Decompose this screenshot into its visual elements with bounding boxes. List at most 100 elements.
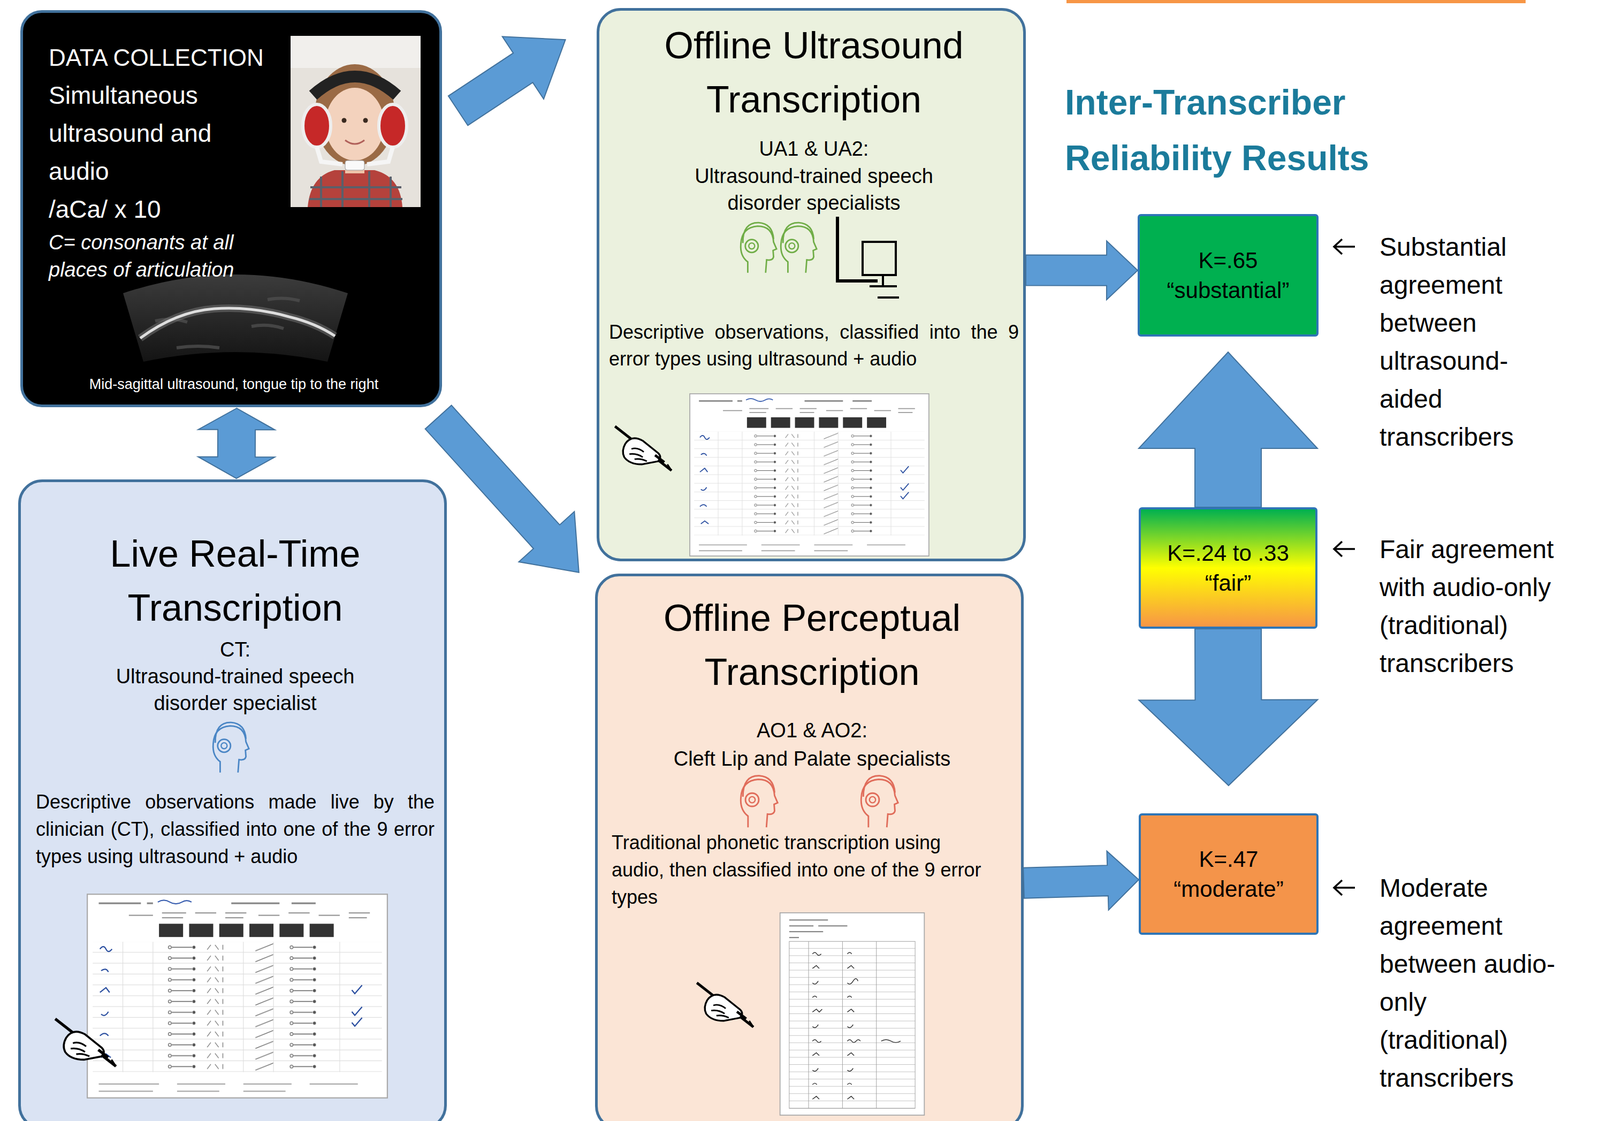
text-frame: Inter-Transcriber Reliability Results (1064, 74, 1472, 186)
text-frame: Substantial agreement between ultrasound… (1379, 227, 1557, 456)
photo-wall (290, 35, 421, 68)
process-box: Offline Ultrasound TranscriptionUA1 & UA… (596, 8, 1026, 562)
method-description: Descriptive observations, classified int… (608, 318, 1019, 373)
tongue-contour (140, 308, 335, 339)
result-box: K=.24 to .33“fair” (1138, 507, 1318, 629)
scoring-form (87, 894, 388, 1099)
text-frame: Descriptive observations, classified int… (608, 318, 1019, 373)
data-collection-box: DATA COLLECTIONSimultaneous ultrasound a… (20, 10, 443, 408)
block-arrow (425, 405, 579, 573)
text-frame: Descriptive observations made live by th… (35, 788, 435, 871)
writing-hand-icon (696, 983, 754, 1028)
eye (341, 118, 347, 124)
tongue-glow (140, 308, 335, 339)
eye (363, 118, 369, 124)
kappa-value: “moderate” (1140, 874, 1317, 905)
block-arrow (448, 36, 566, 126)
kappa-value: K=.65 (1139, 245, 1317, 276)
computer-icon (837, 216, 899, 298)
block-arrow (1023, 851, 1139, 911)
pointer-arrow (1334, 239, 1355, 255)
face (325, 87, 385, 161)
result-box: K=.65“substantial” (1137, 214, 1319, 337)
monitor-stand (869, 275, 899, 298)
text-frame: DATA COLLECTION (48, 38, 293, 77)
text-frame: C= consonants at all places of articulat… (48, 229, 279, 284)
note-text: C= consonants at all places of articulat… (48, 229, 279, 284)
text-frame: Traditional phonetic transcription using… (611, 828, 997, 911)
text-frame: Offline Ultrasound Transcription (610, 18, 1018, 127)
role-description: Ultrasound-trained speech disorder speci… (90, 663, 380, 717)
photo-background (290, 35, 421, 208)
process-box: Offline Perceptual TranscriptionAO1 & AO… (595, 573, 1024, 1121)
annotation-text: Fair agreement with audio-only (traditio… (1379, 530, 1557, 683)
listener-icon (212, 722, 249, 773)
monitor (862, 241, 896, 276)
text-frame: Live Real-Time Transcription (31, 527, 439, 636)
listener-icon (861, 775, 898, 828)
listener-icon (740, 775, 778, 828)
ultrasound-probe (345, 160, 365, 171)
text-stack: K=.65“substantial” (1139, 245, 1317, 306)
box-title: Live Real-Time Transcription (31, 527, 439, 636)
box-heading: DATA COLLECTION (48, 38, 293, 77)
result-box: K=.47“moderate” (1138, 813, 1319, 935)
text-stack: K=.47“moderate” (1140, 844, 1317, 905)
block-arrow (1138, 628, 1318, 786)
top-accent-bar (1066, 0, 1526, 4)
kappa-value: “substantial” (1139, 275, 1317, 306)
earmuff (302, 104, 331, 148)
desk-outline (837, 216, 878, 281)
method-description: Descriptive observations made live by th… (35, 788, 435, 871)
text-frame: Ultrasound-trained speech disorder speci… (90, 663, 380, 717)
kappa-value: K=.47 (1140, 844, 1317, 875)
box-title: Offline Perceptual Transcription (608, 591, 1016, 700)
role-label: UA1 & UA2: (610, 135, 1018, 163)
kappa-value: K=.24 to .33 (1140, 538, 1316, 569)
transcription-form (780, 912, 925, 1116)
text-stack: K=.24 to .33“fair” (1140, 538, 1316, 599)
child-photo (290, 35, 421, 208)
block-arrow (1138, 352, 1318, 508)
text-frame: Moderate agreement between audio-only (t… (1379, 869, 1557, 1097)
box-body: Simultaneous ultrasound and audio (48, 76, 277, 191)
kappa-value: “fair” (1140, 568, 1316, 599)
ultrasound-speckle (155, 298, 300, 348)
role-description: Cleft Lip and Palate specialists (608, 745, 1016, 773)
text-frame: UA1 & UA2: (610, 135, 1018, 163)
text-frame: CT: (31, 636, 439, 664)
process-box: Live Real-Time TranscriptionCT:Ultrasoun… (18, 479, 447, 1121)
method-description: Traditional phonetic transcription using… (611, 828, 997, 911)
annotation-text: Moderate agreement between audio-only (t… (1379, 869, 1557, 1097)
smile (345, 140, 365, 144)
scoring-form (689, 393, 929, 556)
block-arrow (1025, 240, 1138, 300)
writing-hand-icon (55, 1018, 116, 1067)
text-frame: /aCa/ x 10 (48, 190, 277, 229)
pointer-arrow (1334, 880, 1355, 896)
earmuff (378, 104, 407, 148)
text-frame: Fair agreement with audio-only (traditio… (1379, 530, 1557, 683)
text-frame: Cleft Lip and Palate specialists (608, 745, 1016, 773)
text-frame: Ultrasound-trained speech disorder speci… (669, 162, 959, 217)
listener-icon (780, 222, 817, 273)
role-label: AO1 & AO2: (608, 717, 1016, 744)
ultrasound-fan (123, 274, 348, 362)
shirt (307, 170, 403, 208)
headset-band (313, 76, 398, 96)
listener-icon (740, 222, 777, 273)
writing-hand-icon (614, 426, 672, 471)
text-frame: Offline Perceptual Transcription (608, 591, 1016, 700)
stimulus-text: /aCa/ x 10 (48, 190, 277, 229)
section-heading: Inter-Transcriber Reliability Results (1064, 74, 1472, 186)
role-description: Ultrasound-trained speech disorder speci… (669, 162, 959, 217)
image-caption: Mid-sagittal ultrasound, tongue tip to t… (28, 374, 440, 394)
shirt-plaid (309, 171, 403, 208)
ultrasound-image (123, 274, 348, 362)
hair (314, 64, 395, 166)
pointer-arrow (1334, 541, 1355, 557)
probe-stabiliser (316, 147, 393, 165)
role-label: CT: (31, 636, 439, 664)
box-title: Offline Ultrasound Transcription (610, 18, 1018, 127)
block-arrow (197, 408, 275, 479)
